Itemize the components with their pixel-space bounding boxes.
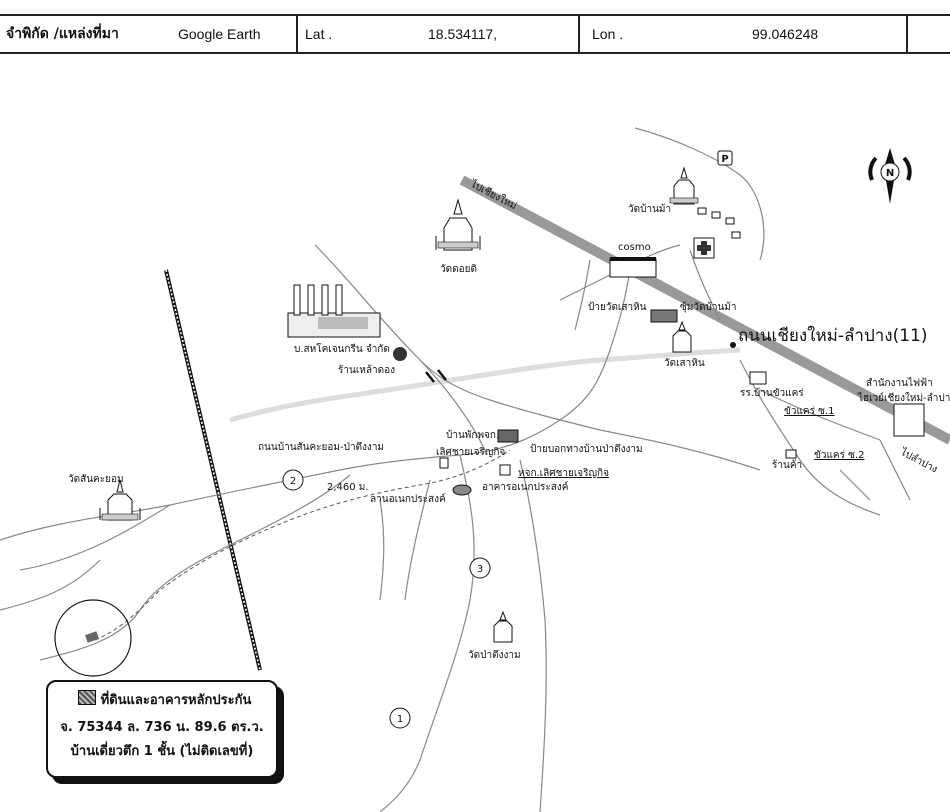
gas-station-icon — [609, 257, 657, 278]
direction-lampang: ไปลำปาง — [898, 446, 940, 476]
river — [229, 347, 741, 423]
highway-label: ถนนเชียงใหม่-ลำปาง(11) — [738, 325, 928, 346]
svg-text:3: 3 — [477, 564, 483, 575]
label-cosmo: cosmo — [618, 242, 651, 253]
compass-icon: N — [868, 148, 912, 204]
svg-text:P: P — [721, 154, 728, 165]
label-khua-khae-2: ขัวแคร่ ซ.2 — [814, 450, 864, 461]
header-divider — [578, 16, 580, 52]
label-hostel: บ้านพักพจก. — [446, 429, 499, 441]
label-wat-ban-ma: วัดบ้านม้า — [628, 203, 671, 215]
legend-deed: จ. 75344 ล. 736 น. 89.6 ตร.ว. — [60, 720, 264, 735]
label-wat-pa-tueng: วัดป่าตึงงาม — [468, 649, 521, 661]
label-khua-khae-1: ขัวแคร่ ซ.1 — [784, 406, 834, 417]
temple-icon — [672, 320, 692, 353]
label-school: รร.บ้านขัวแคร่ — [740, 387, 804, 399]
svg-text:1: 1 — [397, 714, 403, 725]
label-multi-building: อาคารอเนกประสงค์ — [482, 481, 568, 493]
junction-dot — [730, 342, 736, 348]
label-bus-stop: ป้ายวัดเสาหิน — [588, 301, 647, 313]
temple-icon — [493, 610, 513, 643]
temple-icon — [435, 198, 481, 251]
label-power-office-2: ไฮเวย์เชียงใหม่-ลำปาง — [857, 392, 950, 404]
highway-11 — [459, 175, 950, 445]
target-location-circle — [54, 599, 132, 677]
label-wat-san-kayom: วัดสันคะยอม — [68, 474, 124, 485]
bridge-icon — [425, 369, 447, 383]
hospital-icon — [693, 237, 715, 259]
railway — [164, 269, 262, 671]
legend-box: ที่ดินและอาคารหลักประกัน จ. 75344 ล. 736… — [46, 680, 278, 778]
shop-icon — [393, 347, 407, 361]
parking-icon: P — [717, 150, 733, 166]
label-market: ลานอเนกประสงค์ — [370, 493, 446, 505]
label-serm-chai-2: หจก.เลิศชายเจริญกิจ — [518, 468, 609, 479]
label-company: บ.สหโคเจนกรีน จำกัด — [294, 342, 390, 355]
coordinate-header: จำพิกัด /แหล่งที่มา Google Earth Lat . 1… — [0, 14, 950, 54]
svg-text:2: 2 — [290, 476, 296, 487]
label-arch-wat-ban-ma: ซุ้มวัดบ้านม้า — [680, 301, 737, 313]
coord-source-label: จำพิกัด /แหล่งที่มา — [6, 26, 119, 42]
route-path — [94, 449, 511, 641]
label-road: ถนนบ้านสันคะยอม-ป่าตึงงาม — [258, 441, 384, 453]
local-roads — [0, 127, 911, 812]
route-marker-3: 3 — [469, 557, 491, 579]
lon-value: 99.046248 — [752, 26, 819, 42]
market-icon — [452, 484, 472, 496]
factory-icon — [287, 284, 381, 338]
route-marker-1: 1 — [389, 707, 411, 729]
source-value: Google Earth — [178, 26, 261, 42]
label-store: ร้านค้า — [772, 459, 802, 471]
route-marker-2: 2 — [282, 469, 304, 491]
label-shop-lao: ร้านเหล้าดอง — [338, 364, 395, 376]
legend-building: บ้านเดี่ยวตึก 1 ชั้น (ไม่ติดเลขที่) — [70, 744, 254, 759]
compass-north-label: N — [886, 168, 894, 179]
label-sign-pa-tueng: ป้ายบอกทางบ้านป่าตึงงาม — [530, 443, 643, 455]
legend-title: ที่ดินและอาคารหลักประกัน — [100, 693, 252, 708]
distance-label: 2,460 ม. — [327, 482, 369, 493]
label-wat-sao-hin: วัดเสาหิน — [664, 358, 705, 369]
building-icon — [439, 207, 925, 476]
lon-label: Lon . — [592, 26, 624, 42]
direction-chiangmai: ไปเชียงใหม่ — [468, 178, 519, 213]
lat-label: Lat . — [305, 26, 333, 42]
label-serm-chai: เลิศชายเจริญกิจ — [436, 447, 505, 458]
label-wat-khao-di: วัดดอยดิ — [440, 264, 477, 275]
header-divider — [906, 16, 908, 52]
target-parcel — [84, 631, 100, 643]
temple-icon — [99, 479, 141, 521]
temple-icon — [669, 166, 699, 205]
lat-value: 18.534117, — [428, 26, 498, 42]
label-power-office: สำนักงานไฟฟ้า — [866, 377, 933, 389]
parcel-swatch — [78, 690, 96, 705]
header-divider — [296, 16, 298, 52]
